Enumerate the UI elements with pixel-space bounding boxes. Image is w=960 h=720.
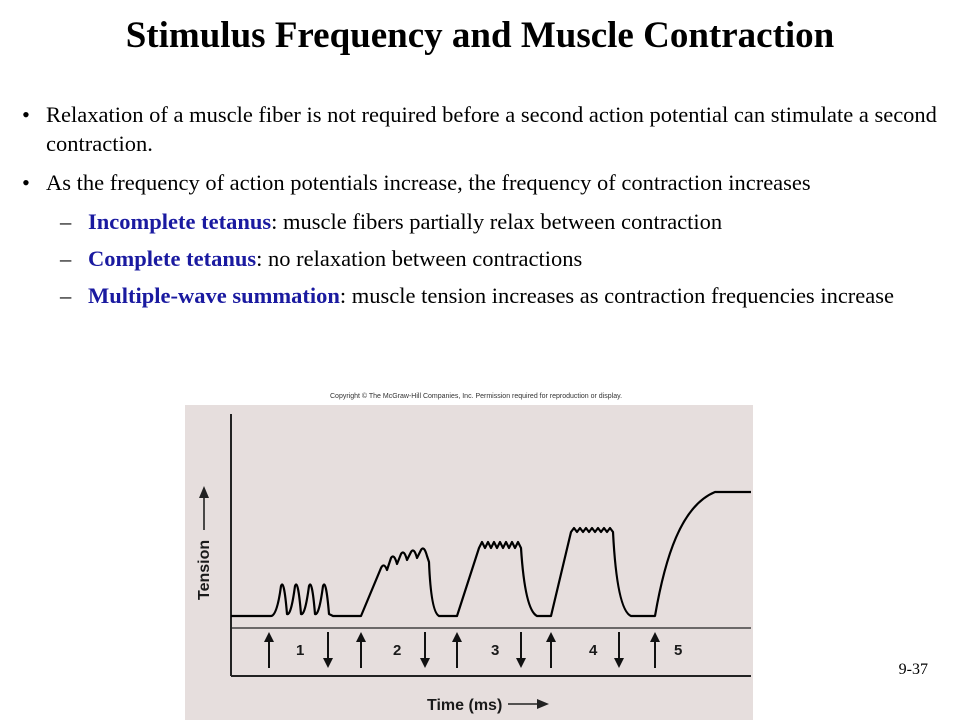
- up-arrow-icon: [546, 632, 556, 642]
- bullet-text: As the frequency of action potentials in…: [46, 170, 811, 195]
- stimulus-label-3: 3: [491, 642, 499, 659]
- bullet-list: • Relaxation of a muscle fiber is not re…: [22, 100, 952, 318]
- sub-bullet-text: : muscle fibers partially relax between …: [271, 209, 723, 234]
- down-arrow-icon: [420, 658, 430, 668]
- slide-number: 9-37: [898, 661, 928, 678]
- tension-curve: [231, 490, 751, 618]
- down-arrow-icon: [323, 658, 333, 668]
- stimulus-label-5: 5: [674, 642, 682, 659]
- y-axis-arrow-icon: [199, 486, 209, 498]
- sub-bullet-item: – Incomplete tetanus: muscle fibers part…: [22, 207, 952, 236]
- stimulus-markers: [264, 632, 660, 668]
- stimulus-label-4: 4: [589, 642, 598, 659]
- up-arrow-icon: [650, 632, 660, 642]
- up-arrow-icon: [356, 632, 366, 642]
- bullet-item: • Relaxation of a muscle fiber is not re…: [22, 100, 952, 158]
- term-incomplete-tetanus: Incomplete tetanus: [88, 209, 272, 234]
- stimulus-label-1: 1: [296, 642, 304, 659]
- up-arrow-icon: [452, 632, 462, 642]
- sub-bullet-text: : muscle tension increases as contractio…: [339, 283, 895, 308]
- sub-bullet-marker: –: [60, 246, 72, 271]
- bullet-item: • As the frequency of action potentials …: [22, 168, 952, 197]
- sub-bullet-item: – Complete tetanus: no relaxation betwee…: [22, 244, 952, 273]
- bullet-text: Relaxation of a muscle fiber is not requ…: [46, 102, 937, 156]
- tension-figure: Copyright © The McGraw-Hill Companies, I…: [185, 388, 753, 720]
- sub-bullet-marker: –: [60, 283, 72, 308]
- sub-bullet-item: – Multiple-wave summation: muscle tensio…: [22, 281, 952, 310]
- x-axis-arrow-icon: [537, 699, 549, 709]
- y-axis-label-group: Tension: [196, 486, 213, 600]
- tension-graph: Copyright © The McGraw-Hill Companies, I…: [185, 392, 753, 720]
- x-axis-label: Time (ms): [427, 697, 502, 714]
- stimulus-label-2: 2: [393, 642, 401, 659]
- sub-bullet-marker: –: [60, 209, 72, 234]
- up-arrow-icon: [264, 632, 274, 642]
- term-multiple-wave-summation: Multiple-wave summation: [88, 283, 340, 308]
- term-complete-tetanus: Complete tetanus: [88, 246, 257, 271]
- y-axis-label: Tension: [196, 540, 213, 600]
- x-axis-label-group: Time (ms): [427, 697, 549, 714]
- bullet-marker: •: [22, 102, 30, 127]
- copyright-notice: Copyright © The McGraw-Hill Companies, I…: [330, 392, 622, 400]
- down-arrow-icon: [614, 658, 624, 668]
- bullet-marker: •: [22, 170, 30, 195]
- sub-bullet-text: : no relaxation between contractions: [256, 246, 583, 271]
- figure-panel: [185, 405, 753, 720]
- down-arrow-icon: [516, 658, 526, 668]
- slide-title: Stimulus Frequency and Muscle Contractio…: [125, 15, 835, 56]
